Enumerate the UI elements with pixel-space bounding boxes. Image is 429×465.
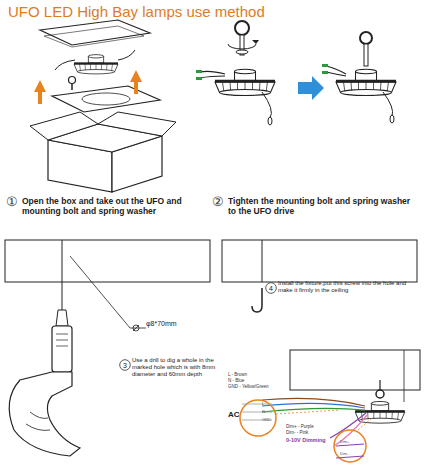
spring-washer: [236, 50, 248, 54]
wire-label: GND: [262, 418, 276, 423]
wire: [55, 60, 75, 70]
safety-cable: [383, 92, 393, 116]
wire-label: GND - Yellow/Green: [228, 384, 318, 389]
bolt-shaft: [71, 84, 73, 91]
foam-recess: [82, 93, 130, 105]
foam-plate: [52, 86, 160, 112]
step-number: ①: [6, 195, 22, 210]
callout-number: 4: [265, 282, 277, 294]
box-flap: [98, 112, 176, 136]
wire: [118, 50, 135, 60]
eye-bolt: [69, 77, 76, 84]
drill-body: [52, 326, 72, 372]
step-text: Install the fixture,put this screw into …: [278, 280, 418, 294]
wire-end: [322, 64, 328, 67]
wire-label: Dim+: [340, 440, 360, 445]
wire-label: L - Brown: [228, 372, 318, 377]
wire-label: Dim- - Pink: [286, 430, 346, 435]
step-number: ②: [212, 195, 228, 210]
up-arrow: [34, 80, 46, 104]
wire-end: [196, 70, 202, 73]
diameter-symbol: [133, 325, 139, 331]
callout-outline: [120, 360, 131, 371]
wire-blue: [262, 403, 365, 408]
dimming-label: 0-10V Dimming: [286, 437, 346, 443]
up-arrow: [130, 70, 142, 94]
box-flap: [30, 112, 98, 140]
wire: [200, 71, 225, 78]
drill-grip: [56, 334, 68, 346]
wire-label: Dim-: [340, 452, 360, 457]
drill-chuck: [56, 310, 68, 326]
safety-cable: [404, 350, 405, 402]
safety-cable: [262, 92, 271, 118]
bolt-shaft: [364, 44, 368, 66]
wire-label: Dim+ - Purple: [286, 424, 346, 429]
step-text: Open the box and take out the UFO and mo…: [22, 197, 202, 217]
wire: [326, 66, 346, 76]
title: UFO LED High Bay lamps use method: [8, 3, 265, 20]
detail-circle: [240, 400, 276, 436]
power-label: AC: [228, 410, 248, 419]
drill-bit: [62, 282, 63, 310]
wire-detail: [336, 444, 364, 458]
hook-screw: [379, 380, 380, 390]
wire-end: [196, 77, 202, 80]
hand: [9, 380, 80, 456]
step-text: Use a drill to dig a whole in the marked…: [132, 357, 224, 378]
eye-bolt: [235, 21, 249, 35]
ceiling: [5, 240, 210, 282]
ufo-lamp: [74, 55, 118, 74]
wire-label: N - Blue: [228, 378, 318, 383]
next-arrow: [298, 76, 324, 100]
rotate-arrow-head: [252, 40, 259, 44]
detail-leader: [276, 410, 340, 414]
ceiling: [290, 350, 420, 390]
safety-cable-loop: [268, 117, 272, 125]
diameter-symbol: [133, 325, 139, 331]
dimension: φ8*70mm: [146, 320, 216, 328]
hand-fingers: [26, 412, 50, 430]
callout-circle: 3: [119, 359, 131, 371]
callout-number: 3: [119, 359, 131, 371]
ceiling: [222, 240, 417, 282]
wire-end: [322, 71, 328, 74]
eye-bolt: [376, 390, 384, 398]
detail-leader: [358, 418, 372, 430]
detail-circle: [334, 430, 366, 462]
wire-label: L: [262, 402, 276, 407]
rotate-arrow: [228, 44, 256, 49]
hook-screw: [252, 288, 262, 312]
safety-cable-loop: [390, 115, 394, 123]
wire-label: N: [262, 410, 276, 415]
leader-line: [70, 256, 146, 328]
mark-line: [262, 240, 263, 282]
box-lid-edge: [44, 26, 144, 47]
box-lid: [40, 20, 150, 45]
callout-outline: [266, 283, 277, 294]
step-text: Tighten the mounting bolt and spring was…: [228, 197, 418, 217]
eye-bolt: [360, 32, 372, 44]
mark-line: [62, 240, 63, 282]
callout-circle: 4: [265, 282, 277, 294]
